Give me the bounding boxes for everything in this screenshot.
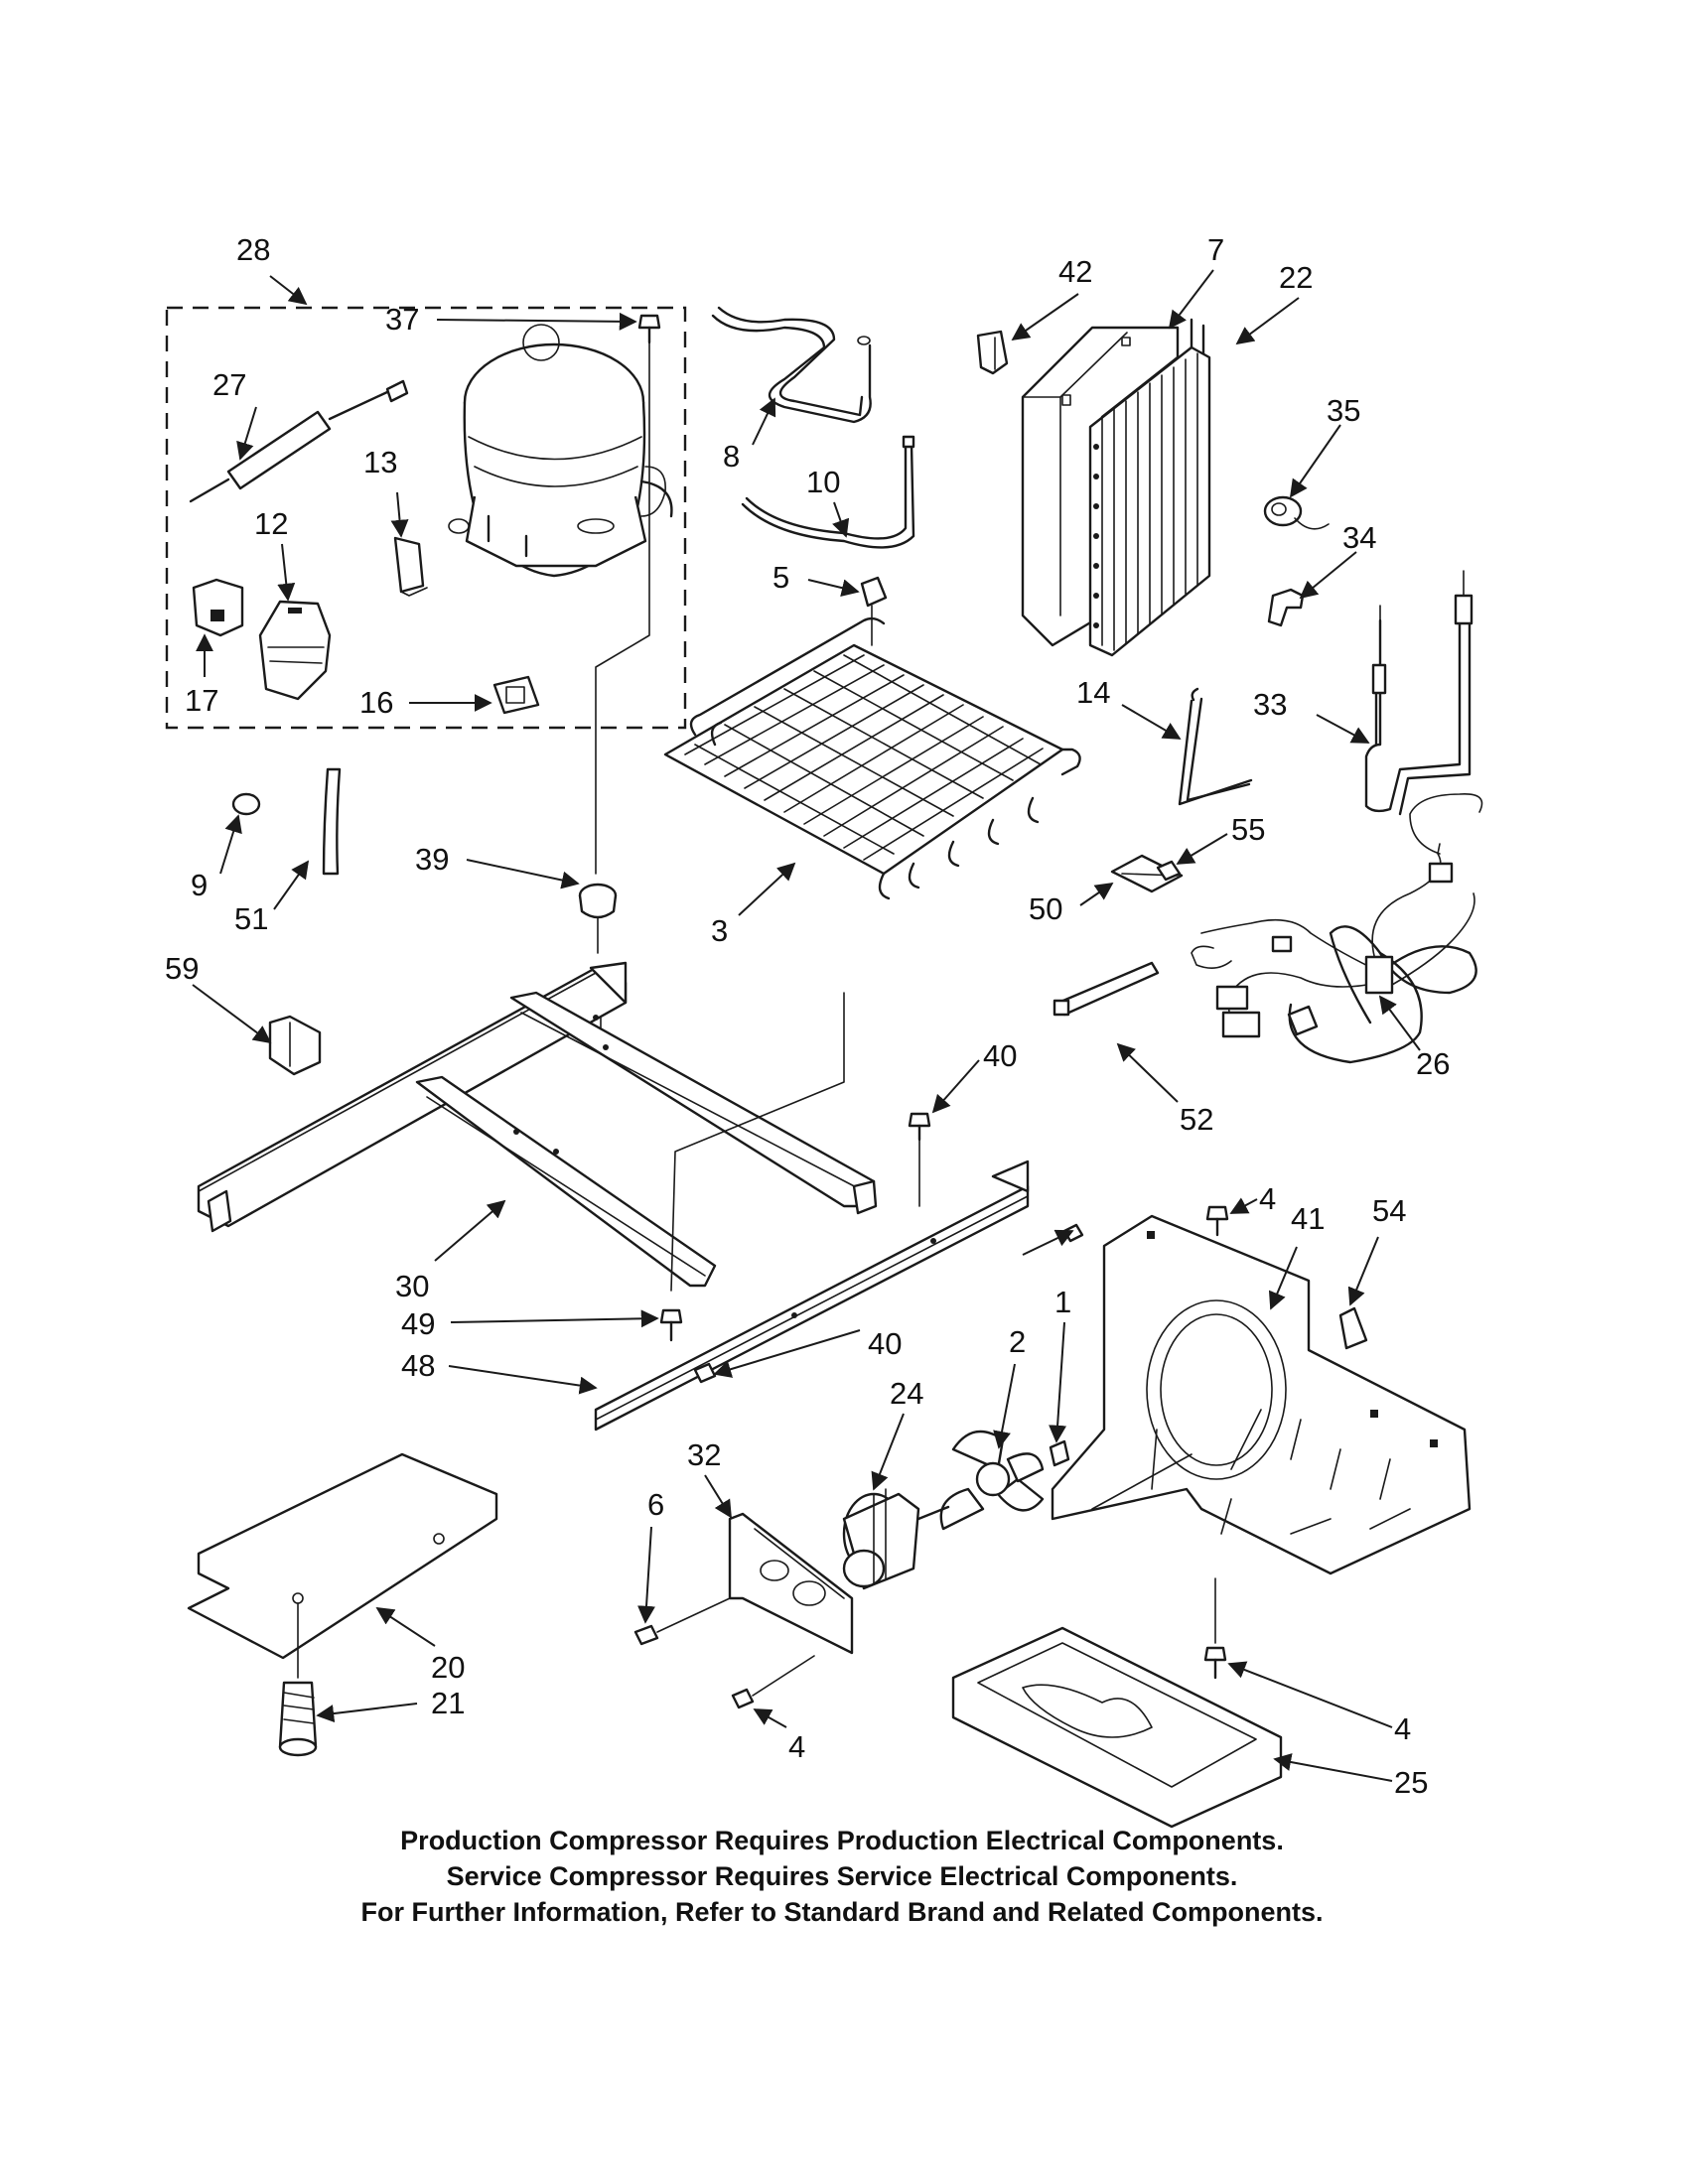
- callout-37: 37: [385, 302, 419, 337]
- callout-40-top: 40: [983, 1038, 1017, 1073]
- tube-8: [711, 306, 872, 424]
- compressor-kit-box: [165, 306, 687, 730]
- callout-10: 10: [806, 465, 840, 499]
- callout-55: 55: [1231, 812, 1265, 847]
- callout-35: 35: [1327, 393, 1360, 428]
- callout-5: 5: [772, 560, 789, 595]
- callout-6: 6: [647, 1487, 664, 1522]
- note-line-1: Production Compressor Requires Productio…: [400, 1826, 1284, 1855]
- assembly-line-front: [752, 1655, 815, 1697]
- wire-connector-54: [1338, 1306, 1368, 1350]
- callout-22: 22: [1279, 260, 1313, 295]
- clip-42: [976, 330, 1009, 375]
- footnotes: Production Compressor Requires Productio…: [0, 1823, 1684, 1930]
- filter-drier: [189, 379, 409, 503]
- fan-motor-24: [842, 1488, 950, 1590]
- callout-4-top: 4: [1259, 1181, 1276, 1216]
- condenser-22: [1088, 318, 1211, 657]
- callout-48: 48: [401, 1348, 435, 1383]
- motor-35: [1263, 495, 1330, 530]
- callout-26: 26: [1416, 1046, 1450, 1081]
- callout-52: 52: [1180, 1102, 1213, 1137]
- cover-panel-20: [187, 1452, 498, 1660]
- callout-25: 25: [1394, 1765, 1428, 1800]
- callout-59: 59: [165, 951, 199, 986]
- callout-54: 54: [1372, 1193, 1406, 1228]
- callout-30: 30: [395, 1269, 429, 1303]
- wire-harness-26: [1191, 793, 1483, 1064]
- callout-51: 51: [234, 901, 268, 936]
- callout-9: 9: [191, 868, 208, 902]
- capacitor-16: [492, 675, 540, 715]
- screw-4-front: [731, 1688, 755, 1709]
- motor-bracket-32: [728, 1512, 854, 1655]
- bolt-37: [637, 314, 661, 344]
- callout-1: 1: [1054, 1285, 1071, 1319]
- bracket-34: [1267, 588, 1305, 627]
- fan-blade-2: [939, 1430, 1045, 1531]
- callout-50: 50: [1029, 891, 1062, 926]
- bracket-59: [268, 1015, 322, 1076]
- evaporator-coil: [663, 616, 1081, 900]
- callout-labels: 28 37 27 13 12 17 16 8 10 5 42 7 22 35 3…: [165, 232, 1450, 1800]
- tube-33: [1364, 570, 1474, 816]
- callout-28: 28: [236, 232, 270, 267]
- callout-8: 8: [723, 439, 740, 474]
- callout-34: 34: [1342, 520, 1376, 555]
- callout-21: 21: [431, 1686, 465, 1720]
- callout-17: 17: [185, 683, 218, 718]
- front-rail-48: [594, 1160, 1030, 1432]
- callout-27: 27: [212, 367, 246, 402]
- callout-3: 3: [711, 913, 728, 948]
- drain-pan-25: [951, 1626, 1283, 1829]
- callout-32: 32: [687, 1437, 721, 1472]
- bolt-49: [659, 1308, 683, 1342]
- note-line-2: Service Compressor Requires Service Elec…: [446, 1861, 1238, 1891]
- cable-tie-52: [1052, 961, 1160, 1017]
- screw-55: [1156, 860, 1182, 882]
- screw-6: [633, 1597, 731, 1646]
- callout-14: 14: [1076, 675, 1110, 710]
- callout-24: 24: [890, 1376, 923, 1411]
- leader-lines: [192, 269, 1421, 1782]
- callout-33: 33: [1253, 687, 1287, 722]
- grommet-39: [578, 883, 618, 919]
- callout-13: 13: [363, 445, 397, 479]
- cap-9: [231, 792, 261, 816]
- callout-40-front: 40: [868, 1326, 902, 1361]
- assembly-line-center: [670, 992, 845, 1292]
- callout-7: 7: [1207, 232, 1224, 267]
- compressor: [448, 324, 673, 578]
- overload-17: [192, 578, 244, 637]
- assembly-line-compressor: [595, 341, 650, 875]
- fan-shroud-41: [1051, 1214, 1472, 1575]
- callout-41: 41: [1291, 1201, 1325, 1236]
- callout-42: 42: [1058, 254, 1092, 289]
- clip-1: [1049, 1439, 1070, 1467]
- screw-4-top: [1205, 1205, 1229, 1237]
- callout-2: 2: [1009, 1324, 1026, 1359]
- leveler-21: [278, 1681, 318, 1757]
- callout-4-front: 4: [788, 1729, 805, 1764]
- callout-16: 16: [359, 685, 393, 720]
- frame-rails: [197, 961, 878, 1288]
- bolt-40-top: [908, 1112, 931, 1142]
- relay-12: [258, 600, 332, 701]
- callout-39: 39: [415, 842, 449, 877]
- note-line-3: For Further Information, Refer to Standa…: [360, 1897, 1324, 1927]
- hose-51: [322, 767, 342, 876]
- callout-49: 49: [401, 1306, 435, 1341]
- callout-12: 12: [254, 506, 288, 541]
- tube-14: [1178, 687, 1253, 806]
- clip-5: [860, 576, 888, 646]
- clip-13: [393, 536, 428, 597]
- callout-20: 20: [431, 1650, 465, 1685]
- screw-4-bottom: [1203, 1646, 1227, 1680]
- callout-4-bottom: 4: [1394, 1711, 1411, 1746]
